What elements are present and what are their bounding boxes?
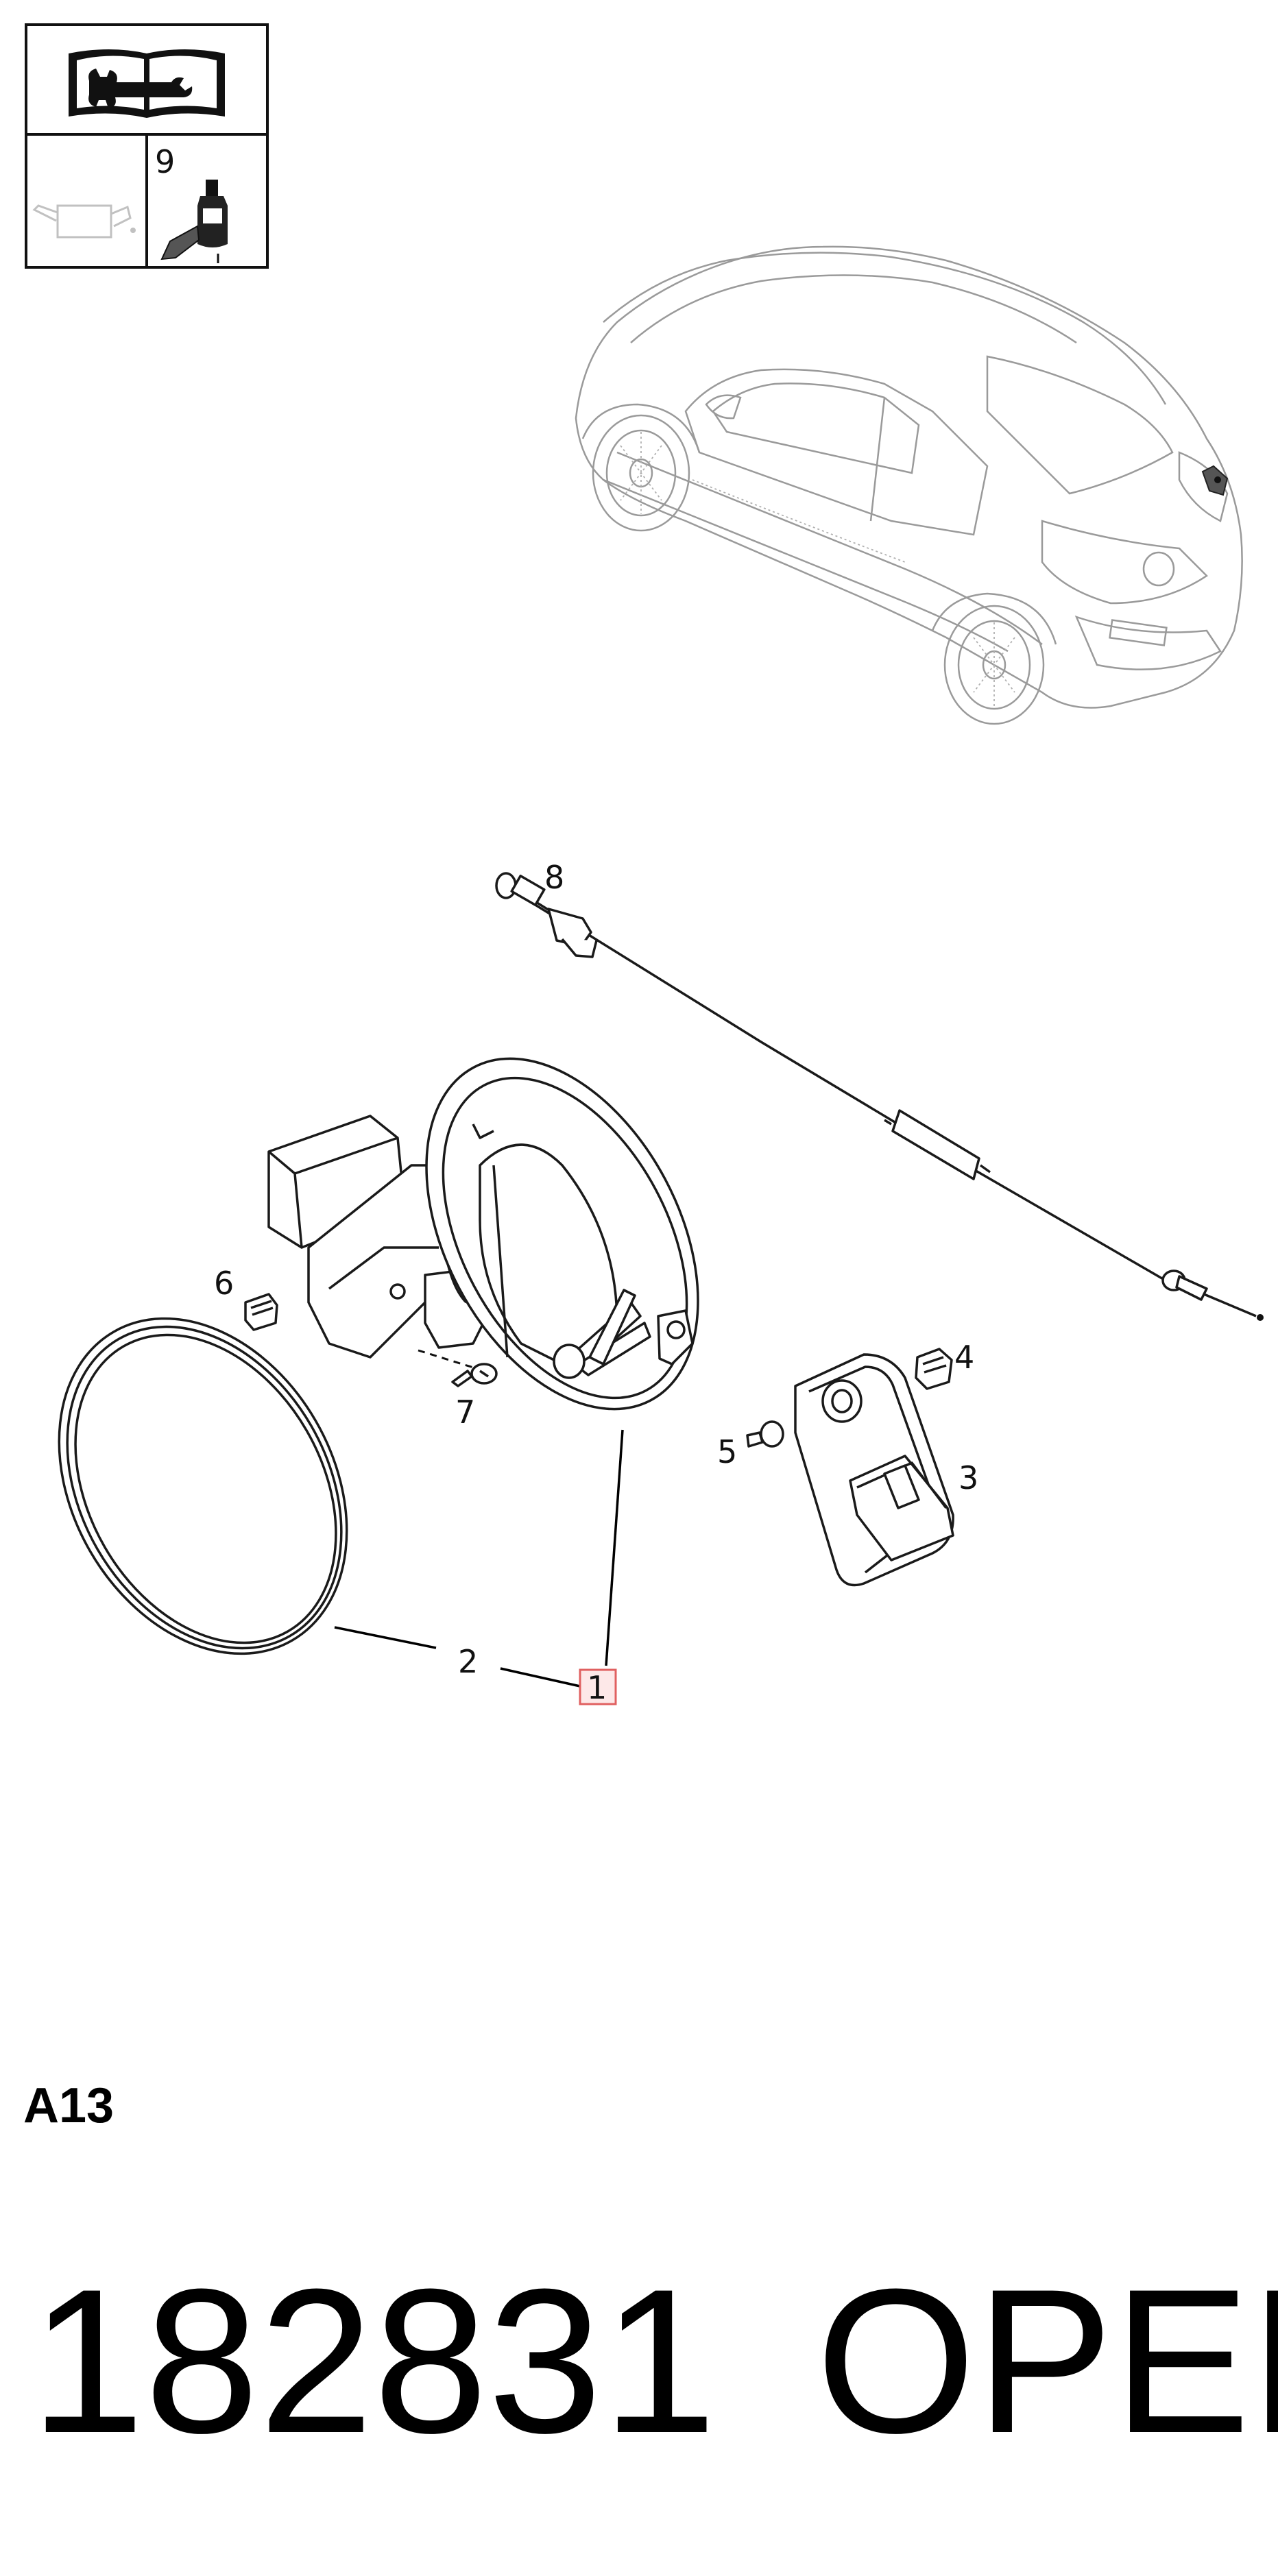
manual-wrench-book-icon	[69, 49, 225, 118]
callouts: 1 2 3 4 5 6 7 8	[214, 859, 978, 1706]
rear-wheel	[931, 592, 1057, 725]
car-illustration	[575, 245, 1243, 725]
fuel-door-location-marker	[1201, 465, 1229, 496]
callout-3[interactable]: 3	[958, 1459, 978, 1496]
brand-name: OPEL	[816, 2246, 1278, 2476]
callout-4[interactable]: 4	[954, 1339, 974, 1376]
part-number: 182831	[30, 2246, 716, 2476]
section-code: A13	[23, 2078, 114, 2133]
part-4-nut-clip	[915, 1348, 953, 1390]
callout-1[interactable]: 1	[587, 1669, 607, 1706]
adhesive-ref-number: 9	[155, 143, 175, 180]
legend-box: 9	[25, 23, 269, 269]
part-6-clip	[244, 1293, 278, 1331]
callout-7[interactable]: 7	[455, 1394, 475, 1431]
callout-2[interactable]: 2	[458, 1643, 478, 1680]
part-3-latch-bracket	[794, 1353, 954, 1587]
front-wheel	[581, 403, 701, 532]
leader-lines	[334, 1429, 624, 1688]
part-7-screw	[451, 1363, 498, 1387]
highlighted-callout-box	[579, 1668, 617, 1705]
callout-8[interactable]: 8	[544, 859, 564, 896]
part-5-screw	[746, 1420, 784, 1448]
part-1-filler-housing	[267, 1057, 699, 1411]
grease-can-icon	[32, 204, 136, 239]
callout-6[interactable]: 6	[214, 1265, 234, 1302]
callout-5[interactable]: 5	[717, 1433, 737, 1470]
part-2-seal	[58, 1317, 348, 1655]
part-8-release-cable	[495, 872, 1264, 1321]
adhesive-bottle-icon	[160, 180, 228, 263]
